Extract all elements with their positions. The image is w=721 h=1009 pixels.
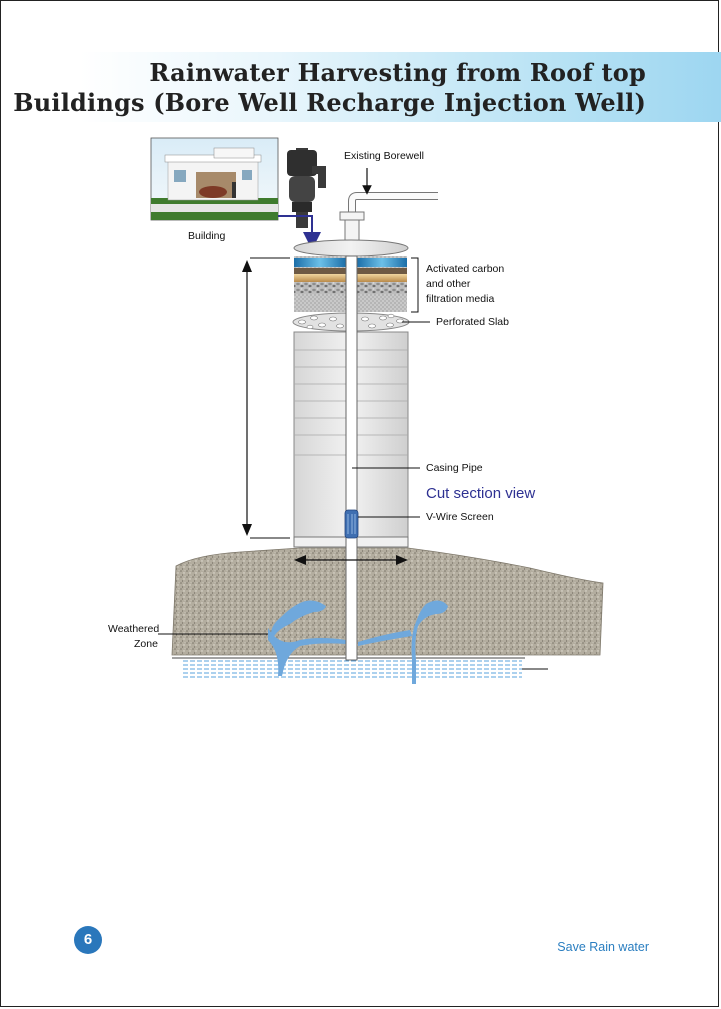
height-arrow-top [242, 260, 252, 272]
filter-media-left [294, 256, 346, 312]
weathered-zone-label-line-1: Weathered [108, 622, 159, 637]
building-label: Building [188, 229, 225, 244]
casing-pipe-label: Casing Pipe [426, 461, 483, 476]
filtration-bracket [411, 258, 418, 312]
cut-section-view-label: Cut section view [426, 485, 535, 502]
weathered-zone-label-line-2: Zone [134, 637, 158, 652]
v-wire-screen [345, 510, 358, 538]
filtration-label-line-1: Activated carbon [426, 262, 504, 277]
filtration-label-line-2: and other [426, 277, 470, 292]
page-number-badge: 6 [74, 926, 102, 954]
footer-tagline: Save Rain water [557, 940, 649, 954]
building-photo [151, 138, 278, 220]
filter-media-right [357, 256, 407, 312]
chamber-lid [294, 240, 408, 256]
casing-pipe [346, 256, 357, 660]
height-arrow-bottom [242, 524, 252, 536]
existing-borewell-pipe [340, 196, 438, 242]
existing-borewell-label: Existing Borewell [344, 149, 424, 164]
perforated-slab-label: Perforated Slab [436, 315, 509, 330]
filtration-label-line-3: filtration media [426, 292, 494, 307]
aquifer-water-table [183, 661, 522, 677]
v-wire-screen-label: V-Wire Screen [426, 510, 494, 525]
